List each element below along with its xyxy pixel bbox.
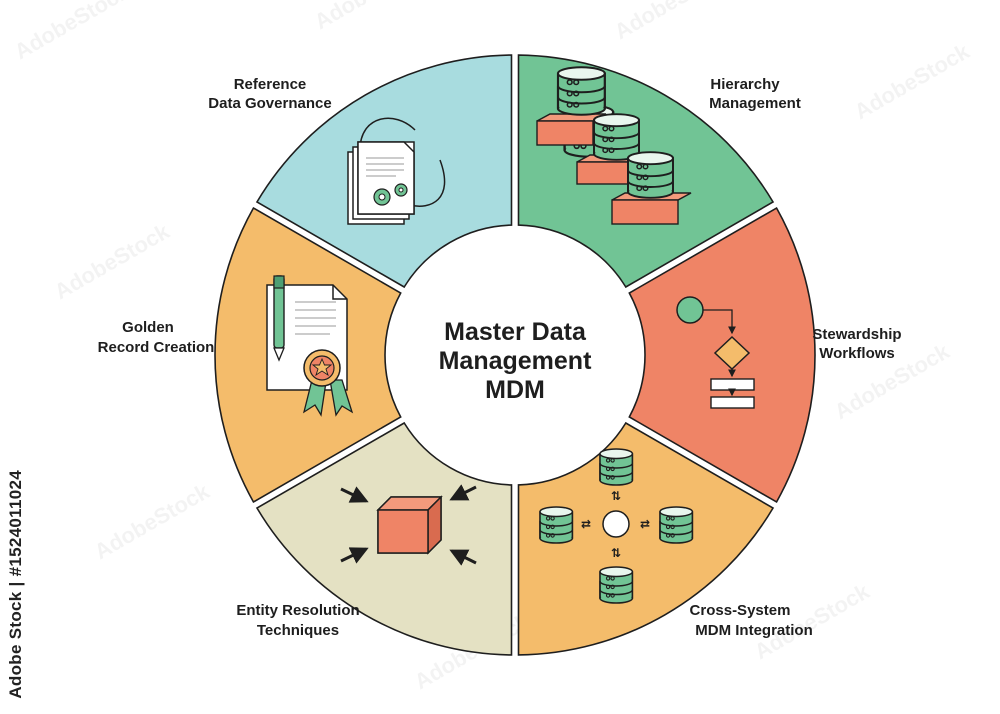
workflow-flowchart-icon <box>676 296 755 409</box>
label-reference-line1: Reference <box>234 76 307 93</box>
svg-text:⇅: ⇅ <box>611 489 621 503</box>
label-hierarchy-line2: Management <box>709 95 801 112</box>
label-stewardship-line1: Stewardship <box>812 326 901 343</box>
hierarchy-databases-icon <box>536 66 692 225</box>
svg-text:⇅: ⇅ <box>611 546 621 560</box>
certificate-pen-icon <box>266 275 354 417</box>
label-reference-line2: Data Governance <box>208 95 331 112</box>
segment-integration <box>517 421 775 656</box>
label-integration-line1: Cross-System <box>690 602 791 619</box>
integration-hub-icon: ⇅ ⇅ ⇄ ⇄ <box>539 448 694 604</box>
center-title-line1: Master Data <box>444 318 587 346</box>
stock-watermark-text: Adobe Stock | #1524011024 <box>6 470 25 699</box>
label-entity-line2: Techniques <box>257 622 339 639</box>
center-title-line2: Management <box>439 347 592 375</box>
documents-database-icon <box>347 104 615 225</box>
pen-icon <box>273 275 285 362</box>
label-golden-line1: Golden <box>122 319 174 336</box>
svg-text:⇄: ⇄ <box>640 517 650 531</box>
center-title-line3: MDM <box>485 376 545 404</box>
label-stewardship-line2: Workflows <box>819 345 895 362</box>
label-integration-line2: MDM Integration <box>695 622 813 639</box>
label-entity-line1: Entity Resolution <box>236 602 359 619</box>
entity-cube-icon <box>340 484 477 566</box>
svg-text:⇄: ⇄ <box>581 517 591 531</box>
label-hierarchy-line1: Hierarchy <box>710 76 780 93</box>
label-golden-line2: Record Creation <box>98 339 215 356</box>
segment-labels: Reference Data Governance Hierarchy Mana… <box>98 76 902 639</box>
center-title: Master Data Management MDM <box>439 318 592 404</box>
